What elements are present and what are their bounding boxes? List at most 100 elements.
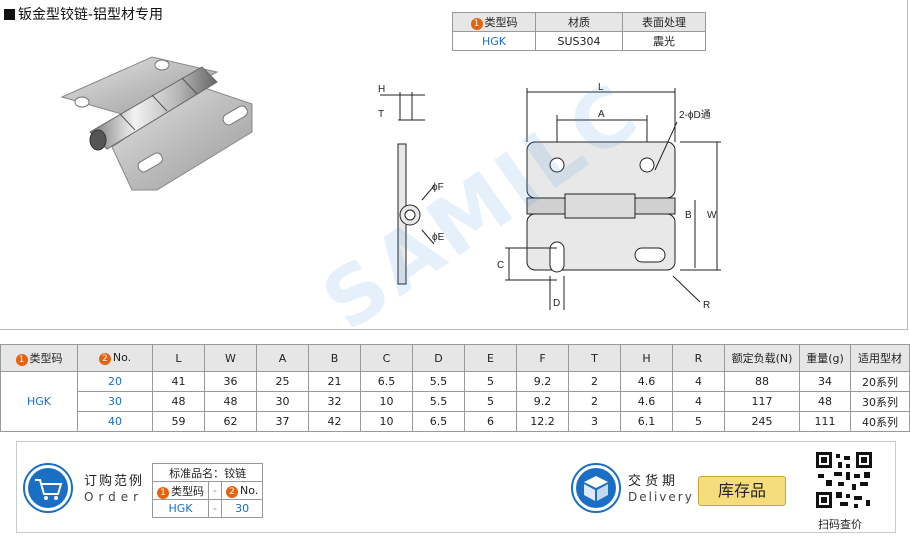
spec-cell: 21 <box>308 371 361 392</box>
dim-A-label: A <box>598 109 605 120</box>
dim-B-label: B <box>685 210 692 221</box>
order-label-en: Order <box>84 490 144 504</box>
dim-R-label: R <box>703 300 710 311</box>
spec-header-C: C <box>360 344 413 372</box>
page-title: 钣金型铰链-铝型材专用 <box>4 4 163 24</box>
material-header-material: 材质 <box>535 12 623 32</box>
spec-cell: 111 <box>799 411 851 432</box>
dim-W-label: W <box>707 210 717 221</box>
spec-cell: 2 <box>568 371 621 392</box>
front-view-drawing: L A 2-ϕD通 B W C D R <box>497 82 721 311</box>
qr-caption: 扫码查价 <box>818 518 862 531</box>
spec-cell: 2 <box>568 391 621 412</box>
spec-cell: 30系列 <box>850 391 910 412</box>
spec-header-weight: 重量(g) <box>799 344 851 372</box>
spec-cell: 6.1 <box>620 411 673 432</box>
spec-cell: 5 <box>464 371 517 392</box>
spec-cell: 20系列 <box>850 371 910 392</box>
top-frame <box>0 0 908 330</box>
spec-header-profile: 适用型材 <box>850 344 910 372</box>
dim-F-label: ϕF <box>432 182 444 193</box>
spec-header-D: D <box>412 344 465 372</box>
dim-T-label: T <box>378 109 384 120</box>
badge-1-icon: 1 <box>15 354 28 366</box>
delivery-label-en: Delivery <box>628 490 694 504</box>
material-type-code: HGK <box>452 31 536 51</box>
spec-cell: 5 <box>464 391 517 412</box>
badge-2-icon: 2 <box>98 353 111 365</box>
spec-cell: 4 <box>672 391 725 412</box>
spec-header-L: L <box>152 344 205 372</box>
spec-cell: 62 <box>204 411 257 432</box>
spec-cell: 30 <box>77 391 153 412</box>
spec-cell: 4.6 <box>620 371 673 392</box>
spec-cell: 6 <box>464 411 517 432</box>
material-value: SUS304 <box>535 31 623 51</box>
qr-code-image[interactable] <box>810 452 878 514</box>
spec-header-T: T <box>568 344 621 372</box>
spec-cell: 37 <box>256 411 309 432</box>
spec-cell: 10 <box>360 411 413 432</box>
delivery-box-icon <box>571 463 621 513</box>
order-example-title: 标准品名：铰链 <box>151 463 264 482</box>
spec-header-B: B <box>308 344 361 372</box>
cart-icon <box>23 463 73 513</box>
spec-cell: 48 <box>799 391 851 412</box>
title-square-icon <box>4 9 15 20</box>
stock-button[interactable]: 库存品 <box>698 476 786 506</box>
table-row: HGK 20 41 36 25 21 6.5 5.5 5 9.2 2 4.6 4… <box>0 371 910 432</box>
spec-cell: 34 <box>799 371 851 392</box>
badge-1-icon: 1 <box>470 18 483 30</box>
side-view-drawing: H T ϕF ϕE <box>378 84 445 285</box>
surface-value: 震光 <box>622 31 706 51</box>
spec-cell: 5 <box>672 411 725 432</box>
table-row: 40 59 62 37 42 10 6.5 6 12.2 3 6.1 5 245… <box>1 411 910 432</box>
dim-D-label: D <box>553 298 560 309</box>
spec-cell: 30 <box>256 391 309 412</box>
spec-header-load: 额定负载(N) <box>724 344 800 372</box>
order-dash: - <box>208 499 222 518</box>
spec-cell: 3 <box>568 411 621 432</box>
badge-1-icon: 1 <box>157 486 169 499</box>
order-type-value: HGK <box>152 499 209 518</box>
spec-cell: 6.5 <box>412 411 465 432</box>
spec-cell: 48 <box>152 391 205 412</box>
dim-L-label: L <box>598 82 604 93</box>
dim-C-label: C <box>497 260 504 271</box>
spec-cell: 59 <box>152 411 205 432</box>
dim-E-label: ϕE <box>432 232 445 243</box>
material-header-surface: 表面处理 <box>622 12 706 32</box>
spec-cell: 25 <box>256 371 309 392</box>
spec-cell: 41 <box>152 371 205 392</box>
spec-cell: 48 <box>204 391 257 412</box>
spec-cell: 6.5 <box>360 371 413 392</box>
spec-cell: 5.5 <box>412 371 465 392</box>
order-no-value: 30 <box>220 499 264 518</box>
spec-type-code: HGK <box>0 371 78 432</box>
spec-cell: 245 <box>724 411 800 432</box>
table-row: 30 48 48 30 32 10 5.5 5 9.2 2 4.6 4 117 … <box>1 391 910 412</box>
spec-cell: 9.2 <box>516 371 569 392</box>
spec-cell: 36 <box>204 371 257 392</box>
spec-cell: 40系列 <box>850 411 910 432</box>
spec-header-W: W <box>204 344 257 372</box>
spec-header-A: A <box>256 344 309 372</box>
spec-cell: 5.5 <box>412 391 465 412</box>
badge-2-icon: 2 <box>225 485 238 498</box>
spec-cell: 42 <box>308 411 361 432</box>
spec-cell: 88 <box>724 371 800 392</box>
dim-H-label: H <box>378 84 385 95</box>
spec-header-H: H <box>620 344 673 372</box>
spec-cell: 9.2 <box>516 391 569 412</box>
delivery-label-cn: 交货期 <box>628 474 680 489</box>
order-label-cn: 订购范例 <box>84 474 145 489</box>
spec-header-F: F <box>516 344 569 372</box>
spec-cell: 12.2 <box>516 411 569 432</box>
spec-cell: 4 <box>672 371 725 392</box>
